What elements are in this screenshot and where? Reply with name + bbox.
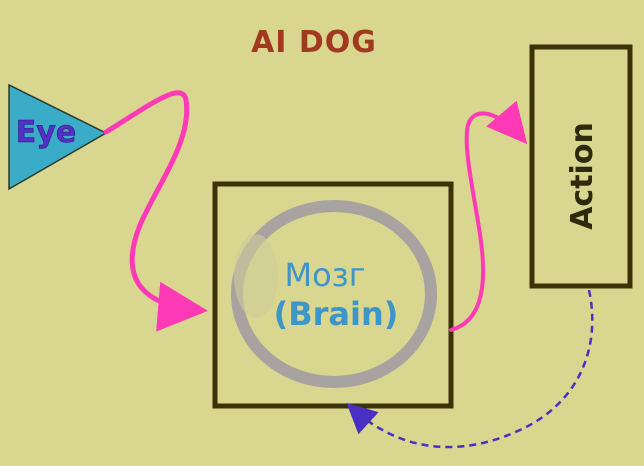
action-node: Action [529, 44, 633, 289]
eye-node: Eye [8, 83, 108, 191]
arrow-brain-to-action [449, 100, 528, 332]
brain-label-en: (Brain) [274, 295, 399, 333]
eye-label: Eye [16, 115, 76, 150]
brain-label-ru: Мозг [284, 256, 365, 294]
brain-ring-smudge [234, 234, 278, 318]
action-label: Action [565, 122, 600, 230]
action-box [529, 44, 633, 289]
eye-triangle [8, 83, 108, 191]
diagram-title: AI DOG [251, 25, 377, 60]
brain-node: Мозг (Brain) [212, 181, 454, 409]
arrow-feedback-action-to-brain [346, 289, 594, 449]
arrow-eye-to-brain [103, 90, 208, 332]
brain-box [212, 181, 454, 409]
